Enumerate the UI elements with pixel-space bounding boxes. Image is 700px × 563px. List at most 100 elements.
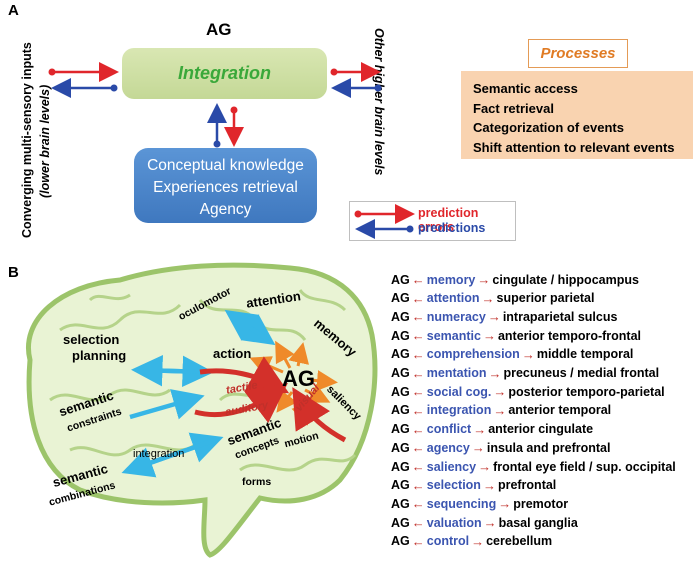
arrow-right-icon: → xyxy=(481,290,495,306)
label-planning: planning xyxy=(72,348,127,363)
mapping-region: precuneus / medial frontal xyxy=(503,366,660,380)
mapping-region: premotor xyxy=(513,496,569,511)
cyan-arrows xyxy=(121,309,276,478)
ag-title: AG xyxy=(206,20,232,39)
arrow-left-icon: ← xyxy=(411,440,425,456)
label-selection: selection xyxy=(63,332,120,347)
mapping-row: AG←conflict→anterior cingulate xyxy=(391,422,593,437)
processes-title: Processes xyxy=(528,39,628,68)
mapping-process: semantic xyxy=(426,328,481,343)
label-integration: integration xyxy=(133,448,185,460)
mapping-process: numeracy xyxy=(426,309,486,324)
arrow-left-icon: ← xyxy=(411,496,425,512)
arrow-right-icon: → xyxy=(477,272,491,287)
mapping-region: anterior temporo-frontal xyxy=(497,328,642,343)
mapping-region: intraparietal sulcus xyxy=(502,309,618,324)
arrow-right-icon: → xyxy=(483,515,497,531)
arrow-right-icon: → xyxy=(482,477,496,493)
mapping-region: cingulate / hippocampus xyxy=(492,272,639,287)
mapping-ag: AG xyxy=(391,478,410,493)
mapping-region: cerebellum xyxy=(486,534,553,549)
mapping-ag: AG xyxy=(391,422,410,437)
label-forms: forms xyxy=(242,476,272,488)
mapping-region: frontal eye field / sup. occipital xyxy=(493,459,676,474)
arrow-left-icon: ← xyxy=(411,346,425,362)
legend-errors-label: prediction errors xyxy=(418,206,479,234)
mapping-region: prefrontal xyxy=(497,478,557,493)
mapping-process: memory xyxy=(426,272,476,287)
arrow-left-icon: ← xyxy=(411,515,425,531)
mapping-process: sequencing xyxy=(426,496,497,511)
conceptual-knowledge-box: Conceptual knowledge Experiences retriev… xyxy=(134,148,317,223)
mapping-ag: AG xyxy=(391,347,410,362)
arrow-right-icon: → xyxy=(473,421,487,437)
mapping-row: AG←saliency→frontal eye field / sup. occ… xyxy=(391,459,676,474)
arrow-right-icon: → xyxy=(493,402,507,418)
mapping-process: attention xyxy=(426,291,480,306)
mapping-region: middle temporal xyxy=(536,347,634,362)
mapping-process: selection xyxy=(426,478,481,493)
mapping-row: AG←mentation→precuneus / medial frontal xyxy=(391,366,659,381)
mapping-row: AG←memory→cingulate / hippocampus xyxy=(391,272,639,287)
arrow-left-icon: ← xyxy=(411,272,425,287)
process-item: Semantic access xyxy=(473,81,578,96)
arrow-right-icon: → xyxy=(493,384,507,400)
concept-line-3: Agency xyxy=(199,201,252,218)
label-action: action xyxy=(213,346,252,361)
arrow-left-icon: ← xyxy=(411,402,425,418)
mapping-process: control xyxy=(426,534,470,549)
arrow-left-icon: ← xyxy=(411,290,425,306)
mapping-region: posterior temporo-parietal xyxy=(508,384,665,399)
mapping-row: AG←control→cerebellum xyxy=(391,534,552,549)
mapping-row: AG←selection→prefrontal xyxy=(391,478,556,493)
arrow-right-icon: → xyxy=(488,365,502,381)
mapping-row: AG←agency→insula and prefrontal xyxy=(391,440,610,455)
arrow-right-icon: → xyxy=(478,459,492,474)
mapping-region: basal ganglia xyxy=(498,515,578,530)
arrow-left-icon: ← xyxy=(411,309,425,325)
concept-line-2: Experiences retrieval xyxy=(153,179,298,196)
mapping-process: agency xyxy=(426,440,470,455)
integration-label: Integration xyxy=(178,63,271,83)
legend-box: prediction errors predictions xyxy=(349,201,516,241)
arrow-left-icon: ← xyxy=(411,384,425,400)
arrow-right-icon: → xyxy=(487,309,501,325)
process-item: Shift attention to relevant events xyxy=(473,139,675,155)
mapping-row: AG←comprehension→middle temporal xyxy=(391,347,633,362)
mapping-row: AG←valuation→basal ganglia xyxy=(391,515,578,530)
process-item: Categorization of events xyxy=(473,120,624,135)
label-ag-brain: AG xyxy=(282,366,315,391)
mapping-ag: AG xyxy=(391,366,410,380)
mapping-ag: AG xyxy=(391,291,410,306)
arrow-right-icon: → xyxy=(482,328,496,344)
mapping-ag: AG xyxy=(391,515,410,530)
process-item: Fact retrieval xyxy=(473,100,554,116)
mapping-process: integration xyxy=(426,403,492,418)
integration-box: Integration xyxy=(122,48,327,99)
arrow-left-icon: ← xyxy=(411,365,425,381)
mapping-row: AG←numeracy→intraparietal sulcus xyxy=(391,309,617,324)
mapping-row: AG←sequencing→premotor xyxy=(391,496,568,511)
mapping-process: social cog. xyxy=(426,384,492,399)
mapping-ag: AG xyxy=(391,459,410,474)
arrow-right-icon: → xyxy=(498,496,512,512)
arrow-left-icon: ← xyxy=(411,421,425,437)
mapping-process: valuation xyxy=(426,515,482,530)
arrow-right-icon: → xyxy=(471,440,485,456)
mapping-ag: AG xyxy=(391,534,410,549)
panel-a-letter: A xyxy=(8,2,19,19)
legend-arrows xyxy=(354,204,415,239)
mapping-ag: AG xyxy=(391,440,410,455)
mapping-region: anterior temporal xyxy=(508,403,612,418)
mapping-row: AG←integration→anterior temporal xyxy=(391,403,611,418)
mapping-ag: AG xyxy=(391,384,410,399)
mapping-row: AG←semantic→anterior temporo-frontal xyxy=(391,328,641,343)
mapping-row: AG←social cog.→posterior temporo-parieta… xyxy=(391,384,665,399)
mapping-process: comprehension xyxy=(426,347,520,362)
legend-predictions-label: predictions xyxy=(418,221,486,235)
mapping-ag: AG xyxy=(391,328,410,343)
mapping-ag: AG xyxy=(391,403,410,418)
mapping-region: anterior cingulate xyxy=(488,422,594,437)
